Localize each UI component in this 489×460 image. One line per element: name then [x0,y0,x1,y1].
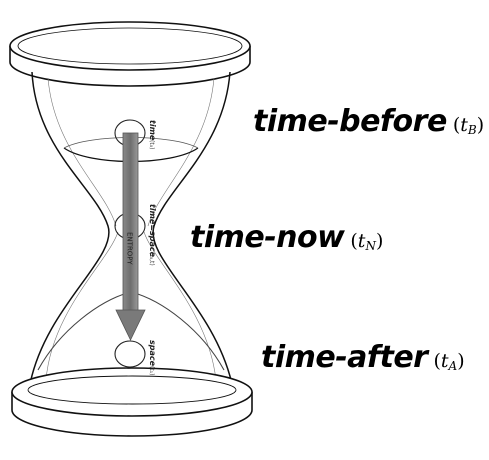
small-label-time-sub: (t₀) [148,140,155,149]
small-label-space: space [148,340,157,367]
time-before-label: time-before (tB) [253,104,484,139]
entropy-arrow-label: ENTROPY [126,232,134,265]
small-label-time-space-sub: (t₀,t) [148,252,155,266]
time-after-label: time-after (tA) [261,340,465,375]
time-after-text: time-after [261,340,427,375]
time-now-label: time-now (tN) [190,220,383,255]
small-label-time: time [148,120,157,141]
small-label-space-sub: (t₁) [148,366,155,375]
time-now-text: time-now [190,220,344,255]
time-now-symbol: (tN) [350,230,383,252]
time-after-symbol: (tA) [433,350,464,372]
time-before-text: time-before [253,104,447,139]
hourglass-bottom-base [12,368,252,436]
time-after-circle [115,341,145,367]
hourglass-top-cap [10,22,250,86]
time-before-symbol: (tB) [453,114,484,136]
small-label-time-space: time=space [148,204,157,258]
